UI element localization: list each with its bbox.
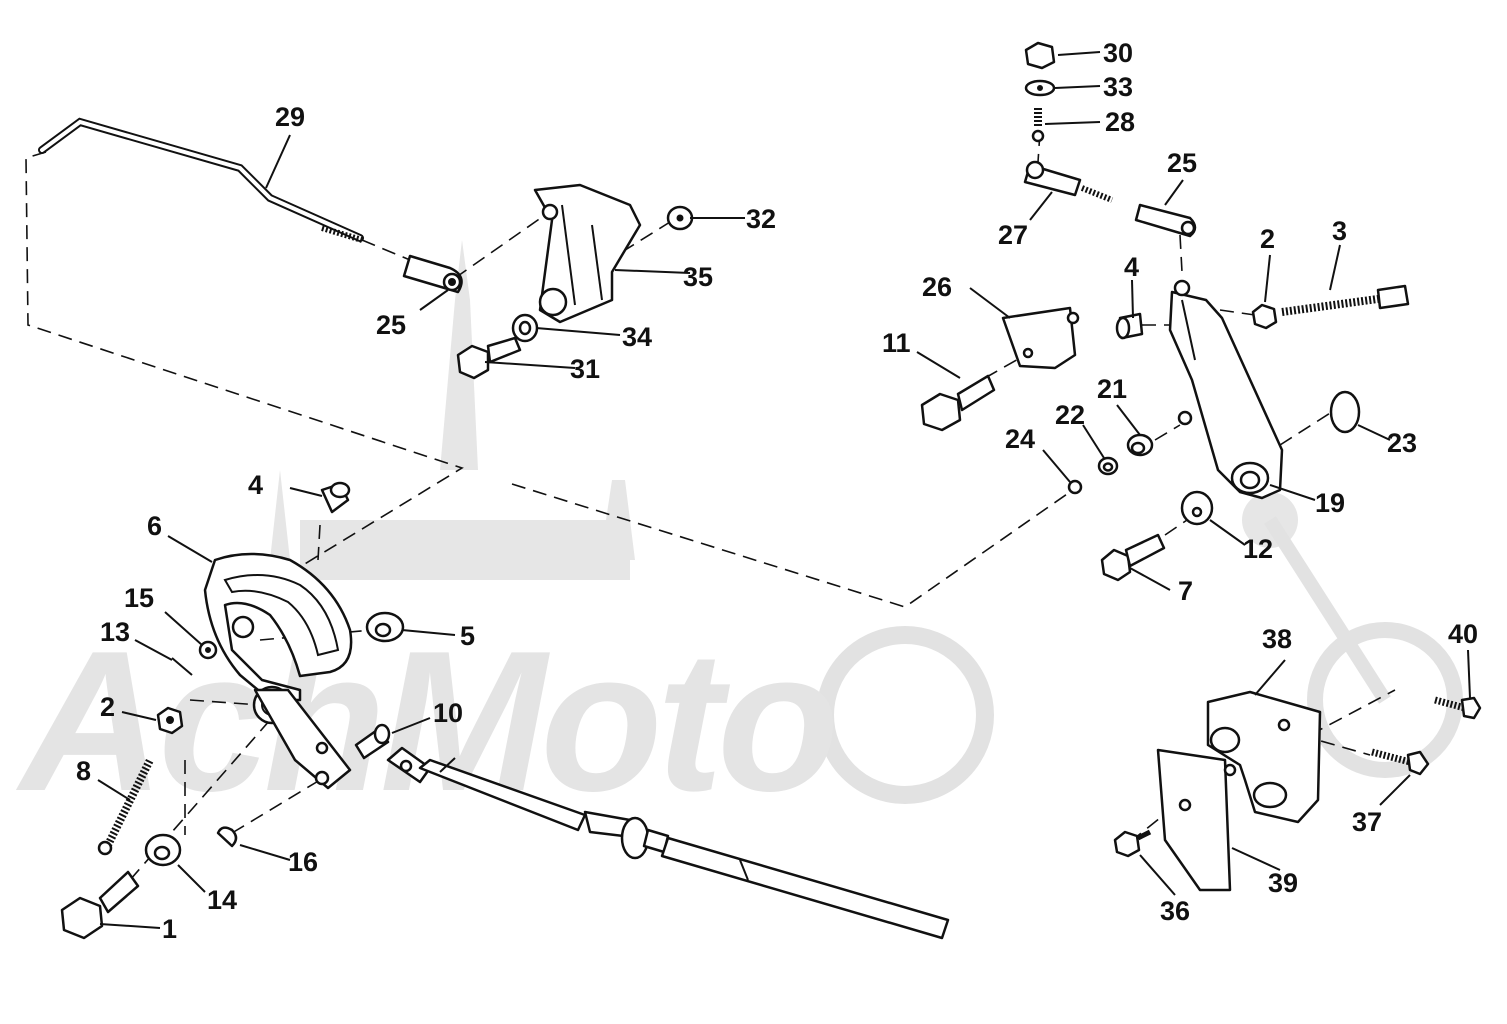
callout-40: 40 bbox=[1448, 619, 1478, 649]
screw-40 bbox=[1434, 696, 1482, 720]
washer-14 bbox=[144, 833, 182, 867]
callout-34: 34 bbox=[622, 322, 652, 352]
callout-39: 39 bbox=[1268, 868, 1298, 898]
callout-10: 10 bbox=[433, 698, 463, 728]
callout-33: 33 bbox=[1103, 72, 1133, 102]
callout-30: 30 bbox=[1103, 38, 1133, 68]
shift-lever-19 bbox=[1168, 279, 1284, 500]
link-line-cross bbox=[511, 483, 1081, 608]
link-line-19-23 bbox=[1279, 409, 1336, 446]
callout-2-right: 2 bbox=[1260, 224, 1275, 254]
callout-19: 19 bbox=[1315, 488, 1345, 518]
watermark: AchMoto bbox=[15, 240, 1463, 833]
callout-38: 38 bbox=[1262, 624, 1292, 654]
callout-14: 14 bbox=[207, 885, 237, 915]
callout-32: 32 bbox=[746, 204, 776, 234]
washer-34 bbox=[511, 313, 539, 343]
callout-25-left: 25 bbox=[376, 310, 406, 340]
stud-28 bbox=[1031, 108, 1045, 143]
callout-4-left: 4 bbox=[248, 470, 263, 500]
throttle-cam-6 bbox=[203, 552, 353, 790]
screw-3 bbox=[1281, 284, 1410, 316]
nut-30 bbox=[1024, 41, 1056, 70]
leader-lines bbox=[97, 51, 1471, 929]
callout-6: 6 bbox=[147, 511, 162, 541]
bolt-1 bbox=[60, 870, 140, 940]
washer-32 bbox=[666, 205, 694, 231]
link-line-4-left bbox=[317, 524, 321, 561]
bolt-7 bbox=[1100, 533, 1166, 582]
link-line-rod-left bbox=[25, 151, 464, 591]
washer-23 bbox=[1329, 390, 1361, 434]
callout-26: 26 bbox=[922, 272, 952, 302]
callout-7: 7 bbox=[1178, 576, 1193, 606]
nut-2-right bbox=[1251, 303, 1278, 330]
link-line-21-19 bbox=[1154, 424, 1181, 441]
link-line-38-40 bbox=[1309, 689, 1396, 736]
link-line-16 bbox=[231, 779, 321, 834]
callout-4-right: 4 bbox=[1124, 252, 1139, 282]
bushing-4-left bbox=[320, 481, 351, 514]
link-line-rod-yoke bbox=[361, 239, 411, 261]
link-line-26-11 bbox=[984, 357, 1021, 379]
rod-yoke-25-right bbox=[1134, 203, 1197, 238]
callout-2-left: 2 bbox=[100, 692, 115, 722]
callout-23: 23 bbox=[1387, 428, 1417, 458]
bolt-11 bbox=[920, 374, 996, 432]
callout-37: 37 bbox=[1352, 807, 1382, 837]
callout-35: 35 bbox=[683, 262, 713, 292]
washer-12 bbox=[1180, 490, 1214, 526]
callout-22: 22 bbox=[1055, 400, 1085, 430]
bushing-4-right bbox=[1115, 312, 1144, 340]
washer-5 bbox=[365, 611, 405, 643]
washer-15 bbox=[198, 640, 218, 660]
ball-joint-27 bbox=[1023, 160, 1114, 203]
washer-24 bbox=[1067, 479, 1083, 495]
washer-22 bbox=[1097, 456, 1119, 476]
callout-31: 31 bbox=[570, 354, 600, 384]
link-line-7-12 bbox=[1164, 517, 1191, 536]
link-line-arm-32 bbox=[621, 221, 671, 253]
bracket-26 bbox=[1001, 306, 1080, 370]
washer-33 bbox=[1024, 79, 1056, 97]
callout-3: 3 bbox=[1332, 216, 1347, 246]
link-line-25-19 bbox=[1179, 234, 1183, 273]
plate-39 bbox=[1156, 748, 1232, 892]
part-callouts: 29 32 35 25 34 31 30 33 28 25 27 3 2 4 2… bbox=[76, 38, 1478, 944]
link-line-8-arm bbox=[189, 699, 261, 706]
watermark-text: AchMoto bbox=[15, 610, 833, 833]
nut-2-left bbox=[156, 706, 184, 735]
clip-16 bbox=[216, 826, 238, 848]
callout-28: 28 bbox=[1105, 107, 1135, 137]
bushing-21 bbox=[1126, 433, 1154, 457]
throttle-rod bbox=[38, 117, 364, 243]
callout-5: 5 bbox=[460, 621, 475, 651]
throttle-cable bbox=[386, 746, 950, 940]
callout-36: 36 bbox=[1160, 896, 1190, 926]
callout-15: 15 bbox=[124, 583, 154, 613]
callout-27: 27 bbox=[998, 220, 1028, 250]
bolt-31 bbox=[456, 336, 522, 380]
screw-37 bbox=[1371, 748, 1430, 776]
callout-11: 11 bbox=[882, 328, 911, 358]
pin-10 bbox=[354, 723, 391, 760]
callout-12: 12 bbox=[1243, 534, 1273, 564]
callout-1: 1 bbox=[162, 914, 177, 944]
cable-anchor-38 bbox=[1206, 690, 1322, 824]
rod-yoke-25-left bbox=[402, 254, 463, 294]
throttle-arm-35 bbox=[533, 183, 642, 324]
link-line-2-arm bbox=[1219, 309, 1256, 316]
bolt-36 bbox=[1113, 829, 1152, 858]
link-line-yoke-arm bbox=[454, 214, 546, 279]
callout-24: 24 bbox=[1005, 424, 1035, 454]
callout-29: 29 bbox=[275, 102, 305, 132]
callout-8: 8 bbox=[76, 756, 91, 786]
screw-8 bbox=[97, 758, 154, 856]
pin-13 bbox=[171, 657, 193, 676]
callout-21: 21 bbox=[1097, 374, 1127, 404]
callout-13: 13 bbox=[100, 617, 130, 647]
callout-16: 16 bbox=[288, 847, 318, 877]
callout-25-right: 25 bbox=[1167, 148, 1197, 178]
